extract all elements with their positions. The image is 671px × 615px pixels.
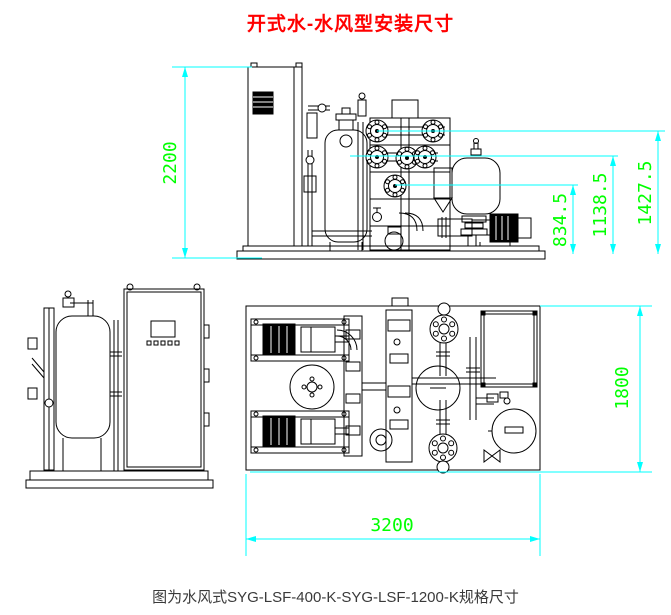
plan-view xyxy=(245,297,541,474)
dimension-label-1138-5: 1138.5 xyxy=(590,172,611,237)
dimension-port-heights: 834.5 1138.5 1427.5 xyxy=(350,130,665,254)
dimension-label-1427-5: 1427.5 xyxy=(635,160,656,225)
dimension-plan-length: 3200 xyxy=(245,474,541,556)
dimension-overall-height: 2200 xyxy=(160,66,262,259)
dimension-label-2200: 2200 xyxy=(160,141,181,184)
dimension-plan-depth: 1800 xyxy=(250,305,652,473)
dimension-label-3200: 3200 xyxy=(370,515,413,536)
dimension-label-1800: 1800 xyxy=(612,366,633,409)
front-elevation-view xyxy=(236,62,546,260)
side-elevation-view xyxy=(25,283,214,489)
page-title: 开式水-水风型安装尺寸 xyxy=(246,14,455,35)
dimension-label-834-5: 834.5 xyxy=(550,193,571,247)
spec-caption: 图为水风式SYG-LSF-400-K-SYG-LSF-1200-K规格尺寸 xyxy=(152,589,519,606)
